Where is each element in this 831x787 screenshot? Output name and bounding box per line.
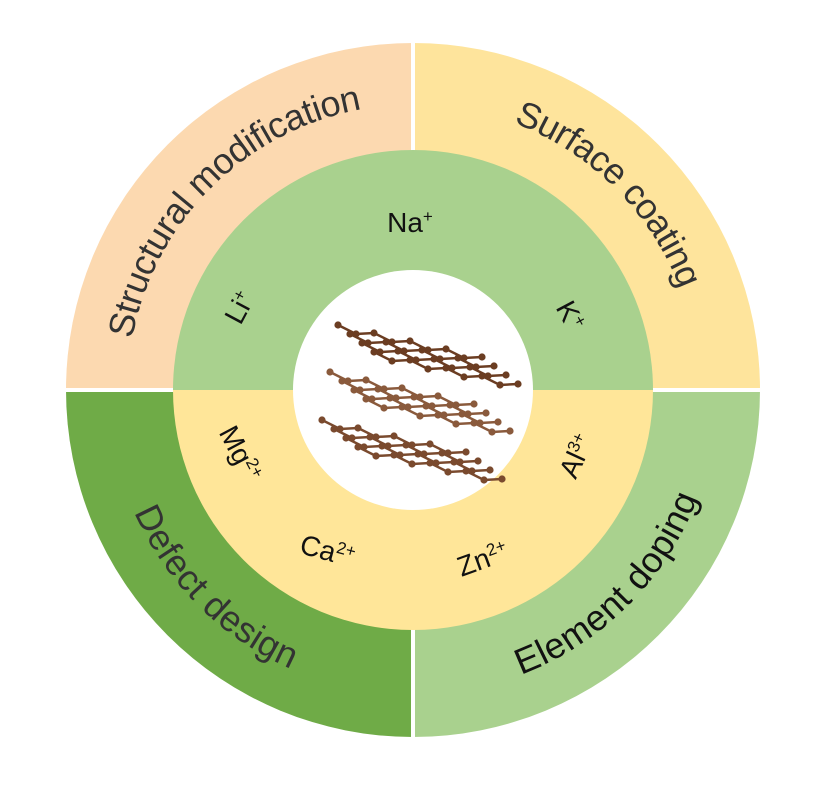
graphite-atom	[498, 475, 506, 483]
graphite-atom	[374, 385, 382, 393]
graphite-atom	[514, 380, 522, 388]
graphite-atom	[474, 457, 482, 465]
graphite-atom	[408, 460, 416, 468]
graphite-atom	[426, 440, 434, 448]
graphite-atom	[466, 363, 474, 371]
graphite-atom	[426, 459, 434, 467]
graphite-atom	[496, 381, 504, 389]
graphite-atom	[506, 427, 514, 435]
graphite-atom	[434, 392, 442, 400]
graphite-atom	[416, 412, 424, 420]
center-circle	[293, 270, 533, 510]
graphite-atom	[386, 394, 394, 402]
graphite-atom	[460, 373, 468, 381]
graphite-atom	[362, 395, 370, 403]
graphite-atom	[350, 386, 358, 394]
graphite-atom	[482, 409, 490, 417]
graphite-atom	[438, 449, 446, 457]
graphite-atom	[444, 468, 452, 476]
graphite-atom	[422, 402, 430, 410]
graphite-atom	[358, 339, 366, 347]
graphite-atom	[370, 329, 378, 337]
graphite-atom	[318, 416, 326, 424]
graphite-atom	[390, 432, 398, 440]
graphite-atom	[394, 347, 402, 355]
graphite-atom	[378, 442, 386, 450]
graphite-atom	[398, 384, 406, 392]
graphite-atom	[398, 403, 406, 411]
graphite-atom	[346, 330, 354, 338]
graphite-atom	[354, 424, 362, 432]
graphite-atom	[462, 448, 470, 456]
graphite-atom	[502, 371, 510, 379]
graphite-atom	[442, 364, 450, 372]
ion-na: Na+	[387, 207, 433, 238]
graphite-atom	[486, 466, 494, 474]
graphite-atom	[488, 428, 496, 436]
graphite-atom	[418, 346, 426, 354]
graphite-atom	[406, 337, 414, 345]
graphite-atom	[380, 404, 388, 412]
graphite-atom	[430, 355, 438, 363]
graphite-atom	[338, 377, 346, 385]
graphite-atom	[406, 356, 414, 364]
graphite-atom	[326, 368, 334, 376]
graphite-atom	[402, 441, 410, 449]
graphite-atom	[470, 419, 478, 427]
graphite-atom	[450, 458, 458, 466]
graphite-atom	[442, 345, 450, 353]
graphite-atom	[410, 393, 418, 401]
graphite-atom	[414, 450, 422, 458]
graphite-atom	[382, 338, 390, 346]
graphite-atom	[330, 425, 338, 433]
graphite-atom	[470, 400, 478, 408]
graphite-atom	[342, 434, 350, 442]
graphite-atom	[494, 418, 502, 426]
graphite-atom	[454, 354, 462, 362]
graphite-atom	[490, 362, 498, 370]
graphite-atom	[354, 443, 362, 451]
graphite-atom	[334, 321, 342, 329]
graphite-atom	[462, 467, 470, 475]
graphite-atom	[458, 410, 466, 418]
graphite-atom	[366, 433, 374, 441]
graphite-atom	[424, 365, 432, 373]
graphite-atom	[370, 348, 378, 356]
graphite-atom	[372, 452, 380, 460]
graphite-atom	[480, 476, 488, 484]
graphite-atom	[362, 376, 370, 384]
graphite-atom	[478, 353, 486, 361]
graphite-atom	[452, 420, 460, 428]
graphite-atom	[446, 401, 454, 409]
graphite-atom	[478, 372, 486, 380]
graphite-atom	[434, 411, 442, 419]
graphite-atom	[388, 357, 396, 365]
graphite-layers-icon	[318, 321, 522, 484]
graphite-atom	[390, 451, 398, 459]
